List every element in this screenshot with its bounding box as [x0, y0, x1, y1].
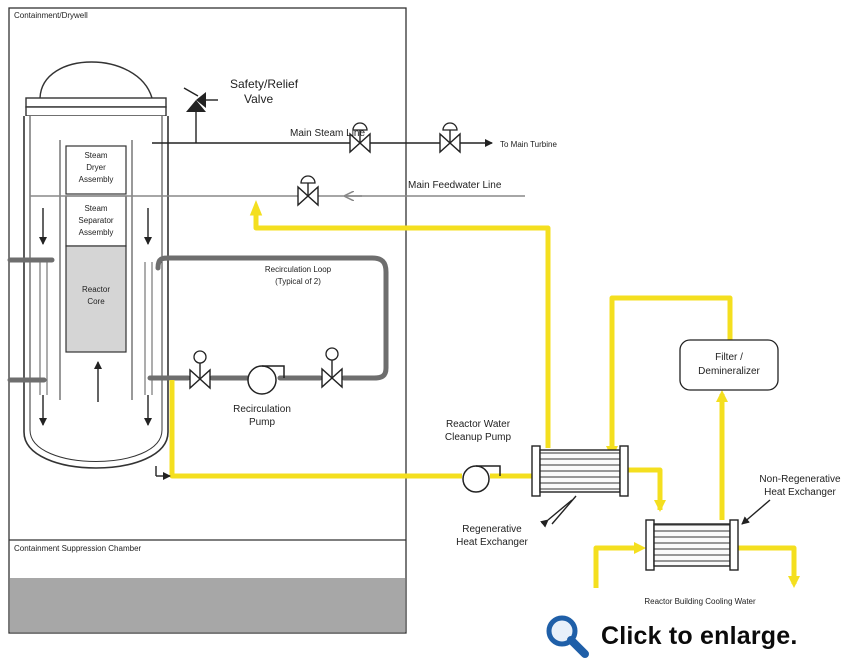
- safety-relief-valve: Safety/Relief Valve: [183, 77, 299, 112]
- cooling-water-label: Reactor Building Cooling Water: [644, 597, 756, 606]
- cleanup-pump-label-1: Reactor Water: [446, 419, 511, 430]
- filter-label-2: Demineralizer: [698, 366, 760, 377]
- recirc-valve-2: [321, 347, 343, 389]
- recirc-pump-label-2: Pump: [249, 417, 276, 428]
- steam-separator-label-3: Assembly: [79, 228, 114, 237]
- regen-hx-label-1: Regenerative: [462, 524, 522, 535]
- suppression-pool: [10, 578, 405, 632]
- steam-separator-label-2: Separator: [78, 216, 113, 225]
- enlarge-link[interactable]: Click to enlarge.: [543, 612, 855, 660]
- reactor-vessel: Steam Dryer Assembly Steam Separator Ass…: [23, 61, 169, 469]
- nonregen-hx-label-1: Non-Regenerative: [759, 474, 841, 485]
- recirculation-pump: Recirculation Pump: [233, 365, 291, 428]
- safety-relief-label-2: Valve: [244, 92, 273, 106]
- steam-dryer-assembly: [65, 145, 127, 195]
- cleanup-pump: Reactor Water Cleanup Pump: [445, 419, 512, 493]
- safety-relief-label-1: Safety/Relief: [230, 77, 299, 91]
- magnifier-icon: [546, 615, 589, 658]
- main-feedwater-line: Main Feedwater Line: [30, 175, 525, 207]
- enlarge-label[interactable]: Click to enlarge.: [601, 621, 798, 650]
- containment-drywell-label: Containment/Drywell: [14, 11, 88, 20]
- main-steam-label: Main Steam Line: [290, 128, 365, 139]
- reactor-core-label-2: Core: [87, 297, 105, 306]
- nonregen-hx-label-2: Heat Exchanger: [764, 487, 836, 498]
- regen-hx-label-2: Heat Exchanger: [456, 537, 528, 548]
- reactor-core: [65, 245, 127, 353]
- filter-demineralizer: Filter / Demineralizer: [679, 339, 779, 391]
- main-steam-valve-1: [349, 122, 371, 154]
- containment-suppression-label: Containment Suppression Chamber: [14, 544, 142, 553]
- reactor-core-label-1: Reactor: [82, 285, 110, 294]
- recirc-valve-1: [189, 350, 211, 390]
- cleanup-pump-label-2: Cleanup Pump: [445, 432, 512, 443]
- non-regenerative-heat-exchanger: Non-Regenerative Heat Exchanger: [645, 474, 841, 571]
- recirc-loop-label-2: (Typical of 2): [275, 277, 321, 286]
- steam-dryer-label-2: Dryer: [86, 163, 106, 172]
- to-turbine-label: To Main Turbine: [500, 140, 557, 149]
- cleanup-piping: [155, 199, 800, 588]
- steam-dryer-label-1: Steam: [84, 151, 107, 160]
- filter-label-1: Filter /: [715, 352, 743, 363]
- main-feedwater-label: Main Feedwater Line: [408, 180, 502, 191]
- steam-separator-label-1: Steam: [84, 204, 107, 213]
- regenerative-heat-exchanger: Regenerative Heat Exchanger: [456, 445, 629, 548]
- steam-dryer-label-3: Assembly: [79, 175, 114, 184]
- recirc-loop-label-1: Recirculation Loop: [265, 265, 332, 274]
- recirc-pump-label-1: Recirculation: [233, 404, 291, 415]
- main-steam-valve-2: [439, 122, 461, 154]
- main-steam-line: Main Steam Line To Main Turbine: [152, 112, 557, 149]
- recirculation-loop: Recirculation Loop (Typical of 2): [7, 255, 389, 383]
